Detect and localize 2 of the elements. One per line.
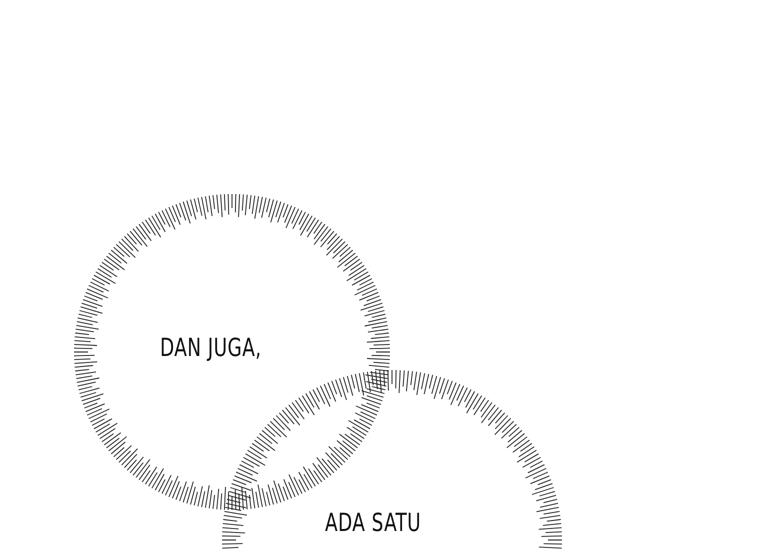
bubble-text: DAN JUGA,: [160, 333, 262, 362]
bubble-text: ADA SATU: [325, 508, 422, 537]
